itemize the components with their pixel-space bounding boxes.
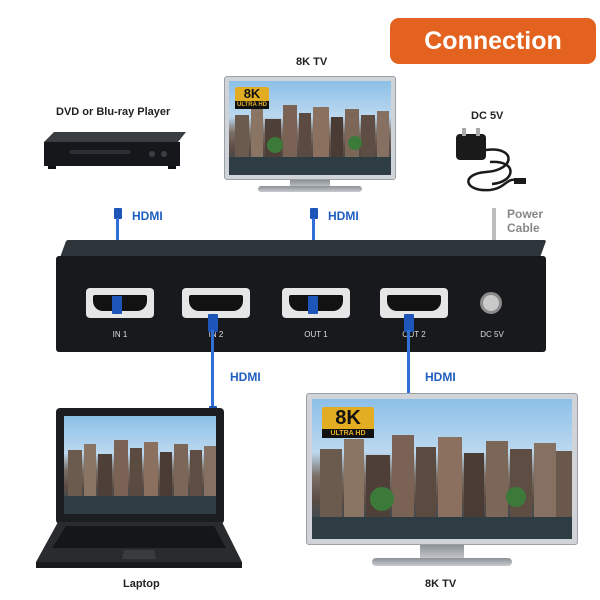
hdmi-in1-top-plug bbox=[114, 208, 122, 219]
bottom-tv-label: 8K TV bbox=[425, 578, 457, 590]
dvd-player-image bbox=[40, 128, 192, 172]
hdmi-out1-top-plug bbox=[310, 208, 318, 219]
port-in2 bbox=[182, 288, 250, 318]
hdmi-in2-port-plug bbox=[208, 314, 218, 332]
laptop-screen bbox=[64, 416, 216, 514]
hdmi-in1-label: HDMI bbox=[132, 209, 163, 223]
dc-adapter-label: DC 5V bbox=[471, 110, 504, 122]
bottom-tv-city-icon bbox=[312, 435, 572, 539]
connection-badge: Connection bbox=[390, 18, 596, 64]
bottom-tv-base bbox=[372, 558, 512, 566]
hdmi-in2-label: HDMI bbox=[230, 370, 261, 384]
dvd-player-icon bbox=[44, 132, 186, 169]
top-tv-stand bbox=[290, 180, 330, 188]
port-out2 bbox=[380, 288, 448, 318]
hdmi-out2-port-plug bbox=[404, 314, 414, 332]
bottom-tv-stand bbox=[420, 545, 464, 559]
power-cable-label: Power Cable bbox=[507, 207, 544, 235]
top-tv-screen: 8K ULTRA HD bbox=[229, 81, 391, 175]
bottom-tv: 8K ULTRA HD bbox=[306, 393, 578, 545]
dc-adapter-image bbox=[446, 126, 536, 206]
hdmi-switcher: IN 1 IN 2 OUT 1 OUT 2 DC 5V bbox=[56, 256, 546, 352]
laptop bbox=[36, 408, 242, 572]
hdmi-in2-cable bbox=[211, 330, 214, 412]
port-in2-label: IN 2 bbox=[208, 330, 224, 339]
hdmi-out1-port-plug bbox=[308, 296, 318, 314]
port-out2-label: OUT 2 bbox=[402, 330, 426, 339]
hdmi-in1-port-plug bbox=[112, 296, 122, 314]
top-tv-8k-badge: 8K ULTRA HD bbox=[235, 86, 269, 109]
bottom-tv-8k-badge: 8K ULTRA HD bbox=[322, 407, 374, 438]
dc-port bbox=[480, 292, 502, 314]
port-in1-label: IN 1 bbox=[112, 330, 128, 339]
top-tv-base bbox=[258, 186, 362, 192]
power-adapter-icon bbox=[456, 128, 526, 192]
city-skyline-icon bbox=[229, 105, 391, 175]
bottom-tv-screen: 8K ULTRA HD bbox=[312, 399, 572, 539]
hdmi-out2-label: HDMI bbox=[425, 370, 456, 384]
laptop-keyboard-icon bbox=[36, 522, 242, 568]
dc-port-label: DC 5V bbox=[480, 330, 504, 339]
top-tv: 8K ULTRA HD bbox=[224, 76, 396, 180]
hdmi-out1-label: HDMI bbox=[328, 209, 359, 223]
dvd-player-label: DVD or Blu-ray Player bbox=[56, 106, 171, 118]
hdmi-out2-cable bbox=[407, 330, 410, 412]
laptop-label: Laptop bbox=[123, 578, 160, 590]
laptop-city-icon bbox=[64, 440, 216, 514]
top-tv-label: 8K TV bbox=[296, 56, 328, 68]
laptop-lid bbox=[56, 408, 224, 524]
port-out1-label: OUT 1 bbox=[304, 330, 328, 339]
